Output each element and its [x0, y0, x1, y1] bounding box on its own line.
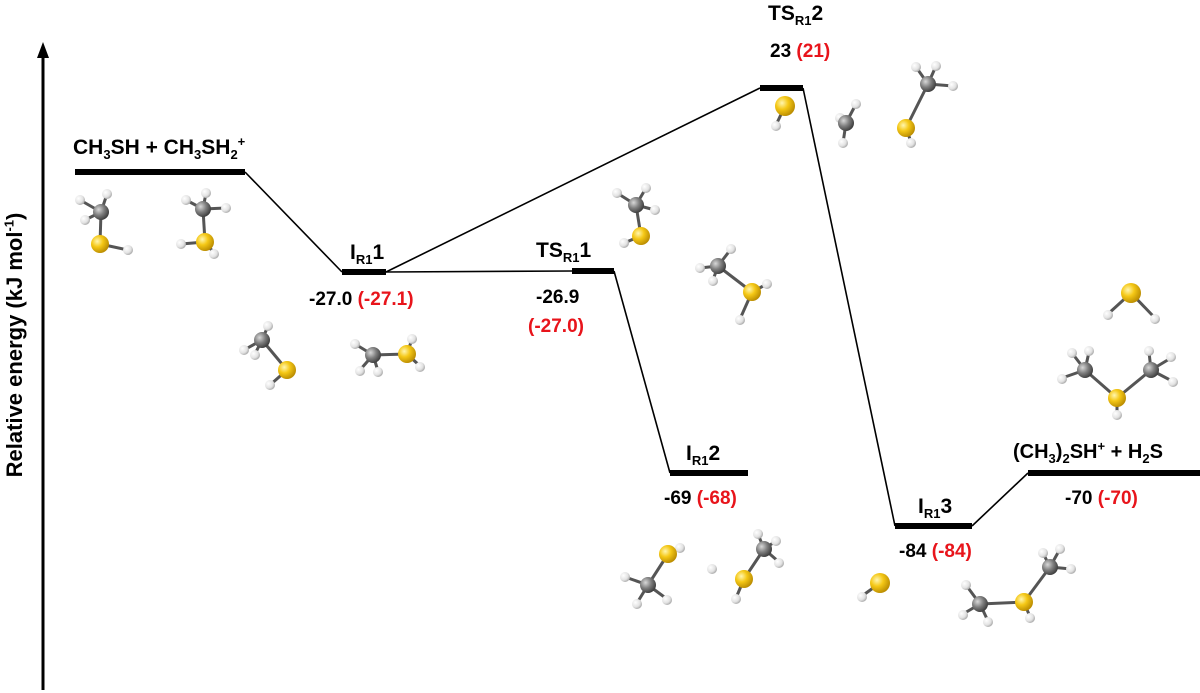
molecule-ch3sh2-reactant: [176, 188, 231, 259]
molecule-ir1-1-b: [350, 334, 425, 377]
molecule-products-h2s: [1103, 283, 1160, 324]
label-products: (CH3)2SH+ + H2S: [1013, 438, 1163, 466]
energy-IR1-3: -84 (-84): [899, 541, 972, 562]
energy-products: -70 (-70): [1065, 488, 1138, 509]
molecule-tsr1-1-b: [695, 244, 772, 325]
connector-IR1-1-TSR1-1: [385, 270, 573, 273]
connector-IR1-1-TSR1-2: [385, 87, 761, 273]
y-axis-label: Relative energy (kJ mol-1): [1, 212, 27, 478]
label-reactants: CH3SH + CH3SH2+: [73, 134, 246, 163]
label-IR1-1: IR11: [350, 241, 385, 268]
atom-ir1-2-h: [707, 564, 717, 574]
connector-IR1-3-products: [971, 472, 1029, 527]
label-TSR1-1: TSR11: [536, 239, 592, 266]
molecule-products-dimethylsulfonium: [1057, 346, 1178, 420]
energy-alt-TSR1-2: (21): [796, 41, 831, 62]
energy-TSR1-1: -26.9: [536, 287, 580, 308]
y-axis-arrowhead: [37, 42, 49, 58]
energy-alt-TSR1-1: (-27.0): [528, 316, 584, 337]
molecule-ir1-3-sh: [857, 573, 890, 602]
energy-alt-IR1-1: (-27.1): [357, 289, 414, 310]
molecule-ch3sh-reactant: [75, 189, 133, 255]
label-TSR1-2: TSR12: [768, 2, 824, 29]
molecule-tsr1-2-ch3: [835, 99, 861, 148]
molecule-tsr1-1-a: [612, 183, 660, 248]
molecule-ir1-1-a: [239, 321, 296, 390]
connector-TSR1-2-IR1-3: [802, 87, 896, 527]
energy-alt-products: (-70): [1097, 488, 1138, 509]
label-IR1-3: IR13: [918, 495, 953, 522]
energy-alt-IR1-3: (-84): [931, 541, 972, 562]
molecule-ir1-2-b: [731, 529, 784, 604]
energy-alt-IR1-2: (-68): [696, 488, 737, 509]
energy-TSR1-2: 23 (21): [770, 41, 831, 62]
molecule-ir1-2-a: [620, 543, 685, 609]
connector-TSR1-1-IR1-2: [613, 270, 671, 474]
energy-IR1-2: -69 (-68): [664, 488, 737, 509]
connector-reactants-IR1-1: [244, 171, 343, 273]
label-IR1-2: IR12: [686, 442, 721, 469]
molecule-tsr1-2-ch3sh: [897, 61, 958, 148]
molecule-ir1-3-dimethyl: [958, 544, 1076, 627]
energy-IR1-1: -27.0 (-27.1): [309, 289, 414, 310]
molecule-tsr1-2-sh: [771, 96, 795, 131]
molecules: [75, 61, 1178, 627]
